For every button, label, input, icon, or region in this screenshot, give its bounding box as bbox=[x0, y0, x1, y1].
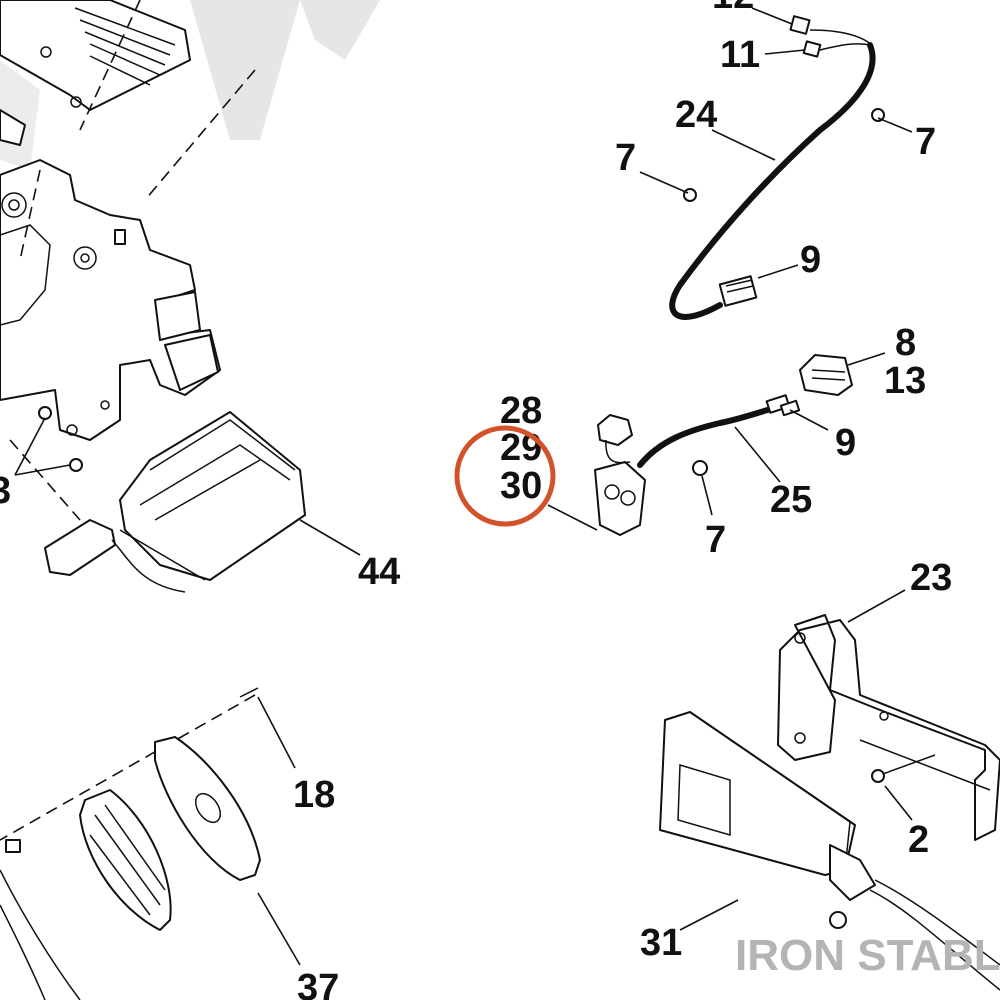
callout-24: 24 bbox=[675, 94, 717, 136]
callout-18: 18 bbox=[293, 774, 335, 816]
callout-7-mid: 7 bbox=[705, 519, 726, 561]
callout-11: 11 bbox=[720, 34, 760, 76]
callout-31: 31 bbox=[640, 922, 682, 964]
module-44 bbox=[44, 411, 306, 593]
callout-7-top-left: 7 bbox=[615, 137, 636, 179]
callout-29: 29 bbox=[500, 427, 542, 469]
wire-harness-24 bbox=[669, 15, 876, 320]
switch-assembly bbox=[594, 414, 646, 536]
bolt-2 bbox=[871, 754, 936, 783]
bracket-screws bbox=[38, 406, 83, 472]
callout-12: 12 bbox=[712, 0, 754, 17]
mounting-bracket bbox=[0, 109, 221, 441]
callout-44: 44 bbox=[358, 551, 400, 593]
highlight-circle bbox=[454, 425, 556, 527]
callout-labels: 12 11 24 7 7 9 8 13 28 29 30 9 25 7 3 44… bbox=[0, 0, 952, 1000]
wire-harness-25 bbox=[637, 394, 801, 468]
speaker-37 bbox=[0, 736, 261, 1000]
callout-30: 30 bbox=[500, 465, 542, 507]
callout-28: 28 bbox=[500, 390, 542, 432]
callout-8: 8 bbox=[895, 322, 916, 364]
pin-18 bbox=[239, 687, 259, 698]
watermark-text: IRON STABLE bbox=[735, 931, 1000, 980]
callout-25: 25 bbox=[770, 479, 812, 521]
callout-23: 23 bbox=[910, 557, 952, 599]
callout-37: 37 bbox=[297, 967, 339, 1000]
callout-13: 13 bbox=[884, 360, 926, 402]
connector-8-13 bbox=[799, 354, 853, 396]
leader-lines bbox=[14, 7, 913, 966]
callout-9-top: 9 bbox=[800, 239, 821, 281]
module-31 bbox=[659, 711, 1000, 991]
callout-7-top-right: 7 bbox=[915, 121, 936, 163]
callout-2: 2 bbox=[908, 819, 929, 861]
callout-3-partial: 3 bbox=[0, 470, 11, 512]
callout-9-mid: 9 bbox=[835, 422, 856, 464]
bracket-23 bbox=[777, 614, 1000, 841]
clip-7-top bbox=[683, 108, 885, 476]
assembly-guide-lines bbox=[0, 0, 256, 841]
amplifier-housing bbox=[0, 0, 191, 111]
